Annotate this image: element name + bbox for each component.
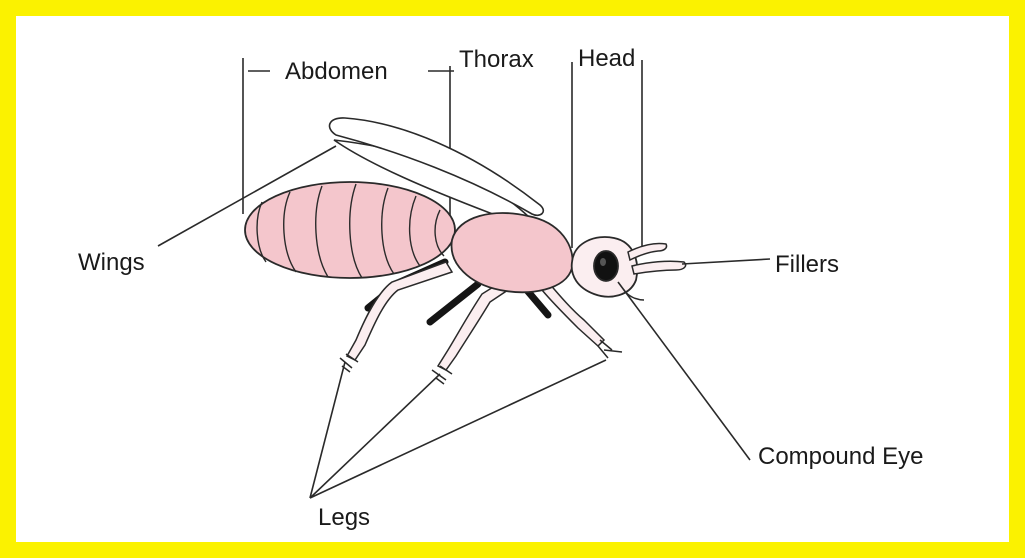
fillers-leader [682,259,770,264]
label-abdomen: Abdomen [285,60,388,84]
label-compound-eye: Compound Eye [758,445,923,469]
legs-leader-3 [310,360,606,498]
label-thorax: Thorax [459,48,534,72]
label-fillers: Fillers [775,253,839,277]
label-wings: Wings [78,251,145,275]
eye-leader [618,282,750,460]
compound-eye-shape [594,251,618,281]
label-legs: Legs [318,506,370,530]
legs-leader-2 [310,374,440,498]
legs-leader-1 [310,362,345,498]
label-head: Head [578,47,635,71]
abdomen [245,182,455,278]
feet [340,340,622,384]
thorax [452,213,573,292]
thorax-body [452,213,573,292]
